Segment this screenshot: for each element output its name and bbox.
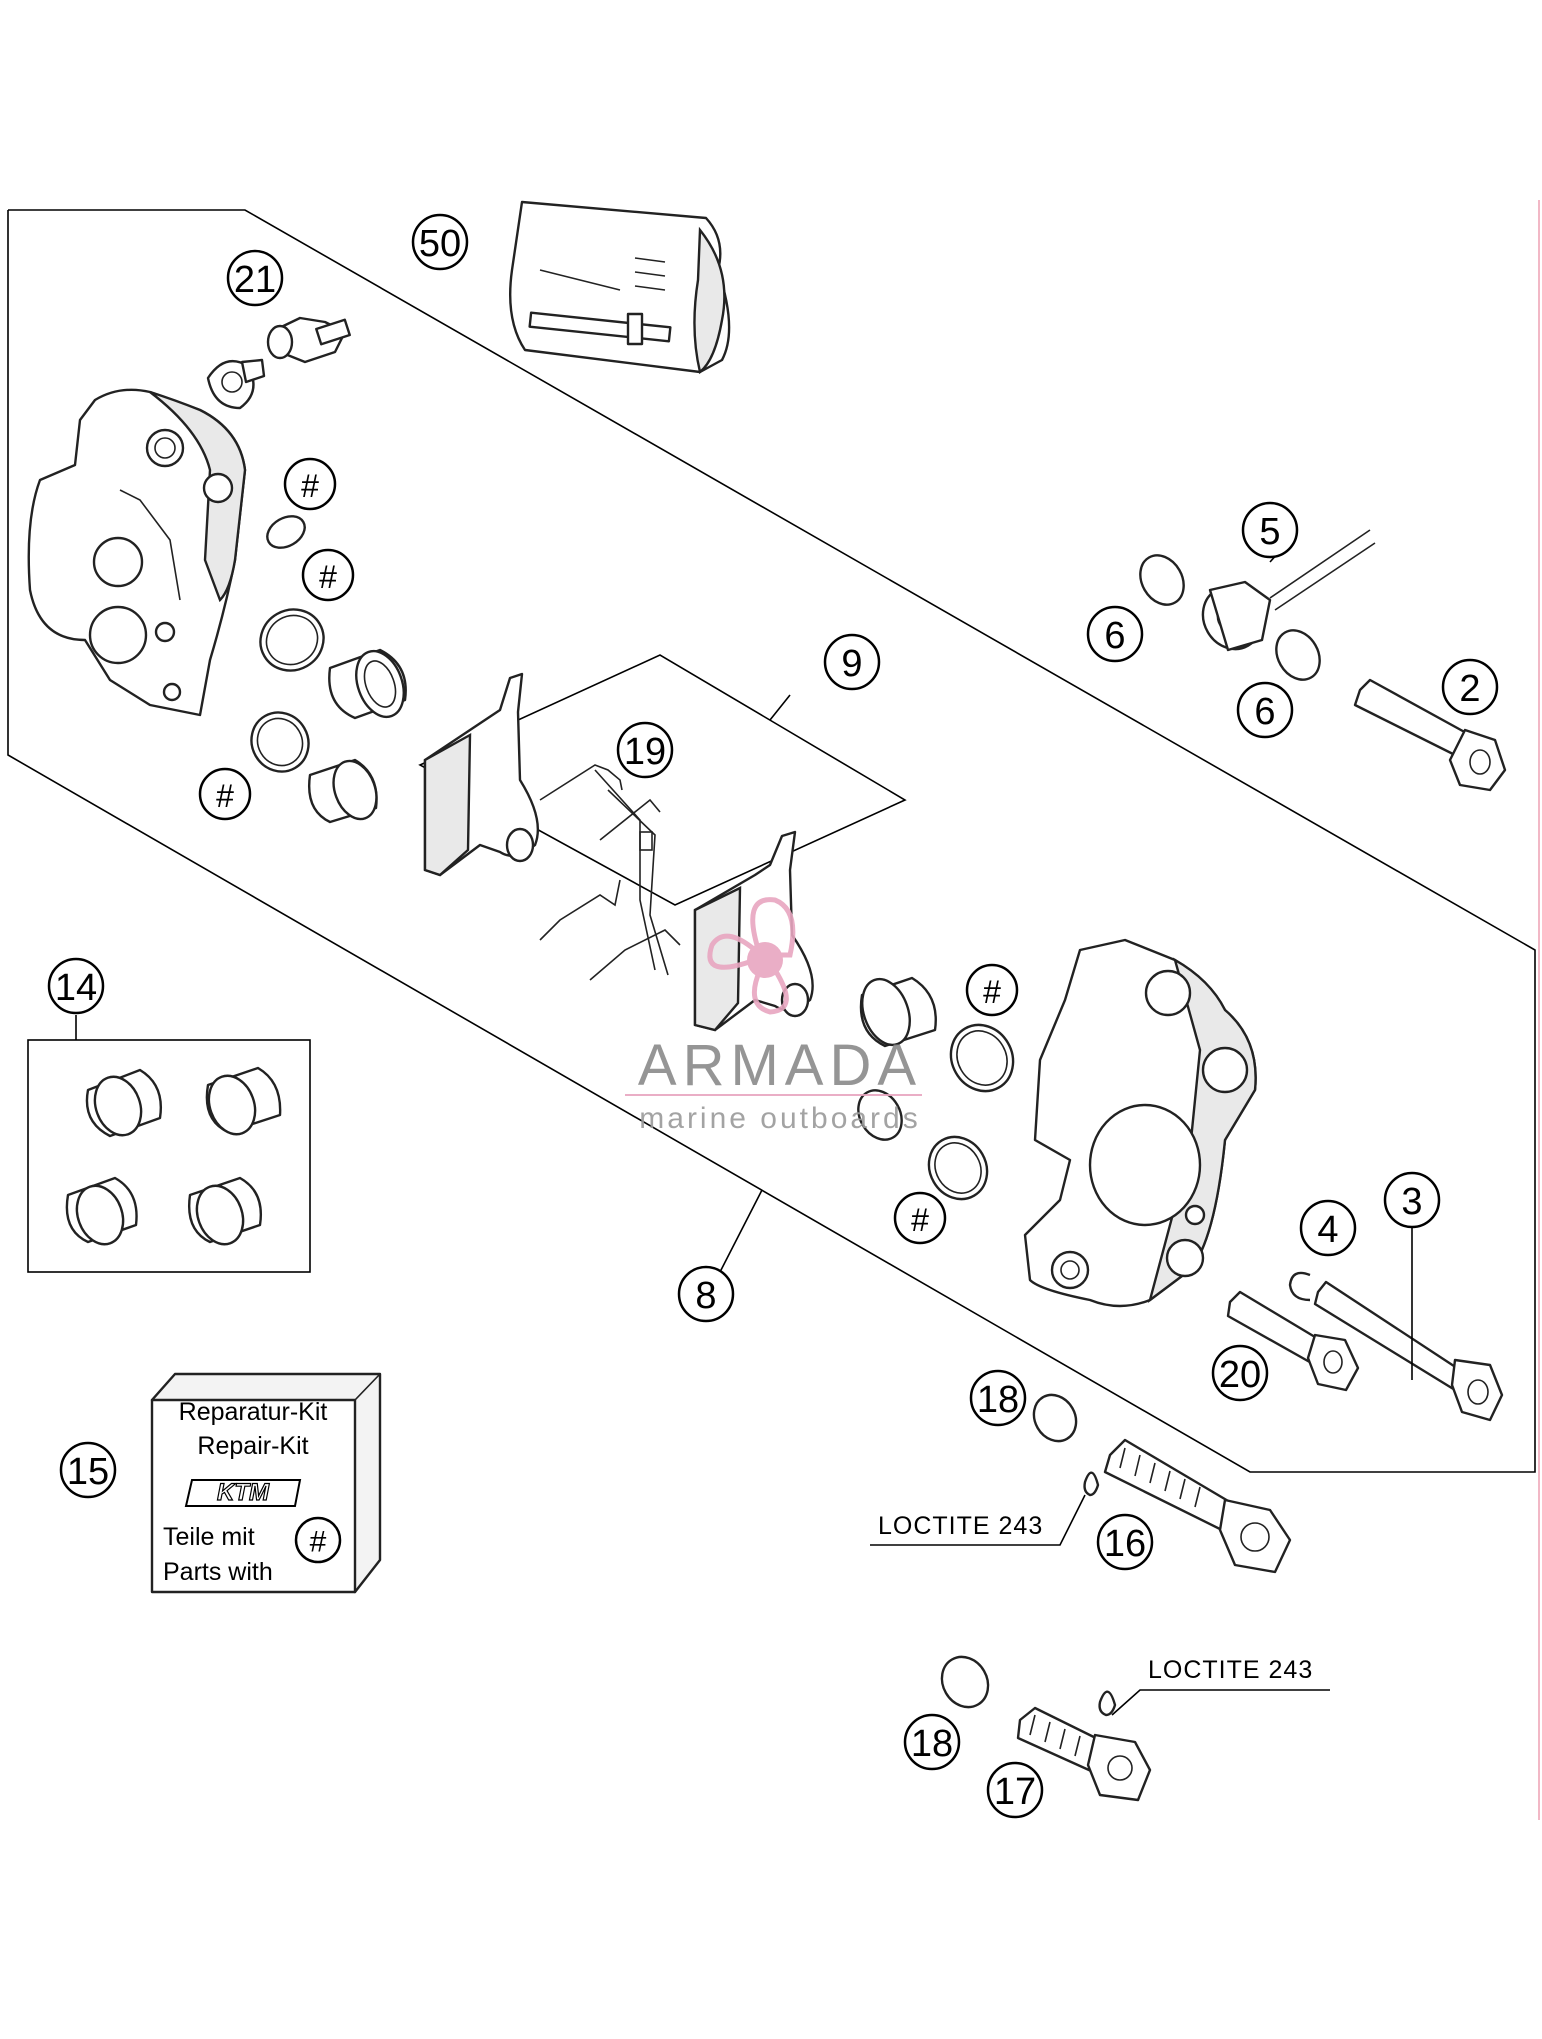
pad-spring <box>539 764 681 981</box>
callout-label: 50 <box>419 223 461 265</box>
repair-kit-line1: Reparatur-Kit <box>179 1398 328 1426</box>
callout-label: 21 <box>234 259 276 301</box>
callout-circle <box>903 1713 961 1771</box>
callout-label: 9 <box>841 643 862 685</box>
callout-circle <box>677 1265 735 1323</box>
washer <box>1139 554 1185 606</box>
piston <box>328 648 407 720</box>
callout-label: 14 <box>55 967 97 1009</box>
callout-label: # <box>911 1202 929 1238</box>
callout-circle <box>893 1191 947 1245</box>
callout-circle <box>1441 658 1499 716</box>
callout-label: # <box>301 468 319 504</box>
callout-circle <box>1299 1199 1357 1257</box>
seal-ring <box>259 608 325 672</box>
short-bolt <box>1226 1290 1360 1392</box>
callout-label: 3 <box>1401 1181 1422 1223</box>
piston <box>859 976 937 1048</box>
armada-watermark: ARMADA marine outboards <box>625 897 922 1135</box>
seal-ring <box>949 1023 1015 1093</box>
callout-circle <box>283 457 337 511</box>
propeller-icon <box>707 897 796 1015</box>
callout-label: 15 <box>67 1451 109 1493</box>
leader-lines <box>75 539 1413 1380</box>
callout-label: # <box>216 778 234 814</box>
repair-kit-line2: Repair-Kit <box>197 1432 308 1460</box>
repair-kit-marker <box>294 1516 342 1564</box>
watermark-tagline: marine outboards <box>639 1102 920 1135</box>
piston-kit-pistons <box>65 1066 282 1246</box>
callout-label: 20 <box>1219 1354 1261 1396</box>
callout-circle <box>301 548 355 602</box>
callout-label: 5 <box>1259 511 1280 553</box>
ktm-logo-text: KTM <box>217 1479 270 1506</box>
piston-kit-box <box>27 1039 311 1273</box>
callout-circle <box>986 1761 1044 1819</box>
caliper-bolt-17 <box>1016 1690 1152 1802</box>
callout-circle <box>823 633 881 691</box>
left-caliper-half <box>27 388 247 717</box>
watermark-brand: ARMADA <box>638 1033 922 1098</box>
brake-line-fitting <box>1201 529 1376 652</box>
callout-circle <box>1211 1344 1269 1402</box>
ktm-logo: KTM <box>184 1478 302 1507</box>
repair-kit-marker-text: # <box>310 1526 327 1559</box>
callout-circle <box>1086 605 1144 663</box>
callout-label: 18 <box>911 1723 953 1765</box>
loctite-label: LOCTITE 243 <box>878 1512 1043 1540</box>
callout-label: 4 <box>1317 1209 1338 1251</box>
washer <box>1032 1393 1078 1443</box>
loctite-leader <box>870 1494 1086 1546</box>
seal-ring <box>250 711 310 773</box>
callout-label: # <box>319 559 337 595</box>
repair-kit-line4: Parts with <box>163 1558 273 1586</box>
circlip <box>1288 1271 1311 1302</box>
callout-group: 50 21 # # #5 6 6 2 9 19 14 # #8 4 3 20 18 16 15 18 17 <box>47 213 1499 1819</box>
callout-label: 16 <box>1104 1523 1146 1565</box>
callout-label: 19 <box>624 731 666 773</box>
callout-circle <box>1383 1171 1441 1229</box>
info-card-part <box>509 200 731 375</box>
callout-circle <box>47 957 105 1015</box>
callout-circle <box>1236 681 1294 739</box>
callout-label: # <box>983 974 1001 1010</box>
piston <box>857 1089 903 1141</box>
callout-circle <box>616 721 674 779</box>
pin-bolt <box>1353 678 1507 792</box>
brake-pad-left <box>423 672 539 877</box>
callout-label: 2 <box>1459 668 1480 710</box>
piston <box>308 758 378 824</box>
callout-label: 18 <box>977 1379 1019 1421</box>
repair-kit-line3: Teile mit <box>163 1523 255 1551</box>
seal-ring <box>927 1135 989 1201</box>
o-ring-small <box>266 515 306 549</box>
assembly-outline <box>7 209 1536 1473</box>
pad-group-outline <box>418 654 907 906</box>
callout-label: 6 <box>1254 691 1275 733</box>
long-bolt <box>1313 1280 1504 1422</box>
callout-circle <box>1096 1513 1154 1571</box>
caliper-bolt-16 <box>1083 1438 1292 1574</box>
washer <box>940 1655 990 1709</box>
callout-label: 6 <box>1104 615 1125 657</box>
callout-circle <box>198 767 252 821</box>
callout-circle <box>969 1369 1027 1427</box>
callout-circle <box>411 213 469 271</box>
callout-label: 17 <box>994 1771 1036 1813</box>
repair-kit-box: Reparatur-Kit Repair-Kit KTM Teile mit P… <box>150 1372 382 1594</box>
washer <box>1275 629 1321 681</box>
bleeder-valve-part <box>206 316 351 410</box>
loctite-label: LOCTITE 243 <box>1148 1656 1313 1684</box>
callout-circle <box>226 249 284 307</box>
callout-circle <box>59 1441 117 1499</box>
right-caliper-half <box>1023 938 1257 1308</box>
callout-circle <box>965 963 1019 1017</box>
callout-label: 8 <box>695 1275 716 1317</box>
loctite-leader <box>1111 1689 1330 1716</box>
callout-circle <box>1241 501 1299 559</box>
